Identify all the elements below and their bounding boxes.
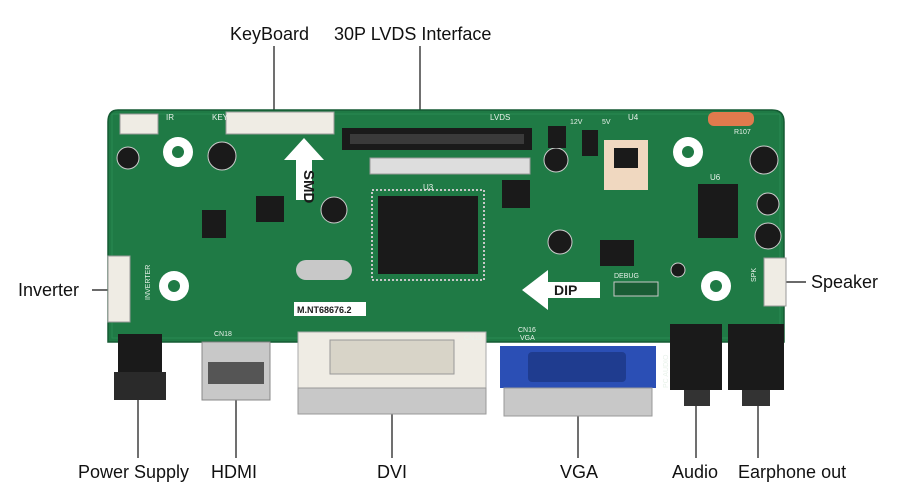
silk-cn16: CN16	[518, 327, 536, 334]
speaker-connector	[763, 257, 787, 307]
smd-label: SMD	[300, 170, 317, 204]
callout-earphone: Earphone out	[738, 462, 847, 482]
callout-lvds: 30P LVDS Interface	[334, 24, 492, 44]
model-label: M.NT68676.2	[297, 305, 352, 315]
vga-port	[528, 352, 626, 382]
capacitor-3	[320, 196, 348, 224]
silk-u4: U4	[628, 113, 639, 122]
lvds-pin-row	[350, 134, 524, 144]
model-label-box	[294, 302, 366, 316]
callout-audio: Audio	[672, 462, 719, 482]
smd-arrow	[284, 138, 324, 200]
capacitor-2	[207, 141, 237, 171]
lvds-header-lower	[369, 157, 531, 175]
mount-hole-4	[710, 280, 722, 292]
mount-hole-1	[172, 146, 184, 158]
silk-12v: 12V	[570, 119, 583, 126]
silk-5v: 5V	[602, 119, 611, 126]
vga-shell	[503, 387, 653, 417]
chip-u4	[614, 148, 638, 168]
silk-ir: IR	[166, 113, 174, 122]
mount-hole-2	[168, 280, 180, 292]
power-jack-base	[114, 372, 166, 400]
main-chip-pins	[371, 189, 485, 281]
capacitor-4	[543, 147, 569, 173]
mounting-holes	[168, 146, 722, 292]
silk-debug: DEBUG	[614, 273, 639, 280]
chip-regulator-u1	[600, 240, 634, 266]
leader-lines	[92, 46, 806, 458]
callout-dvi: DVI	[377, 462, 408, 482]
callout-power: Power Supply	[78, 462, 190, 482]
capacitor-7	[756, 192, 780, 216]
dvi-port	[329, 339, 455, 375]
audio-jack-nose	[684, 390, 710, 406]
silk-speaker: SPK	[751, 268, 758, 282]
chip-small-1	[202, 210, 226, 238]
earphone-jack-nose	[742, 390, 770, 406]
callout-keyboard: KeyBoard	[230, 24, 310, 44]
silk-key: KEY	[212, 113, 229, 122]
inverter-connector	[107, 255, 131, 323]
crystal-oscillator	[296, 260, 352, 280]
silk-cn15: CN15	[464, 335, 482, 342]
callout-hdmi: HDMI	[211, 462, 257, 482]
capacitor-8	[754, 222, 782, 250]
debug-header	[613, 281, 659, 297]
silk-lvds: LVDS	[490, 113, 510, 122]
silk-r107: R107	[734, 129, 751, 136]
dip-arrow	[522, 270, 600, 310]
mount-hole-3	[682, 146, 694, 158]
capacitor-9	[670, 262, 686, 278]
jumper-2	[582, 130, 598, 156]
capacitor-5	[547, 229, 573, 255]
silk-u6: U6	[710, 173, 721, 182]
silk-cn18: CN18	[214, 331, 232, 338]
chip-small-2	[256, 196, 284, 222]
silk-vga: VGA	[520, 335, 535, 342]
capacitors	[116, 141, 782, 278]
callout-speaker: Speaker	[811, 272, 879, 292]
ir-connector	[119, 113, 159, 135]
jumper-1	[548, 126, 566, 148]
keyboard-connector	[225, 111, 335, 135]
resistor-r107	[708, 112, 754, 126]
dvi-shell	[297, 387, 487, 415]
earphone-jack	[728, 324, 784, 390]
hdmi-port	[208, 362, 264, 384]
chip-small-3	[502, 180, 530, 208]
dip-label: DIP	[554, 282, 577, 298]
audio-jack	[670, 324, 722, 390]
main-chip-u3	[378, 196, 478, 274]
capacitor-1	[116, 146, 140, 170]
chip-u6	[698, 184, 738, 238]
callout-vga: VGA	[560, 462, 599, 482]
silk-pc-audio: PC AUDIO	[663, 354, 670, 388]
silk-inverter: INVERTER	[145, 265, 152, 300]
capacitor-6	[749, 145, 779, 175]
silkscreen: LVDS KEY IR U3 U4 U6 12V 5V DEBUG VGA CN…	[145, 113, 758, 388]
callout-inverter: Inverter	[18, 280, 80, 300]
silk-u3: U3	[423, 183, 434, 192]
